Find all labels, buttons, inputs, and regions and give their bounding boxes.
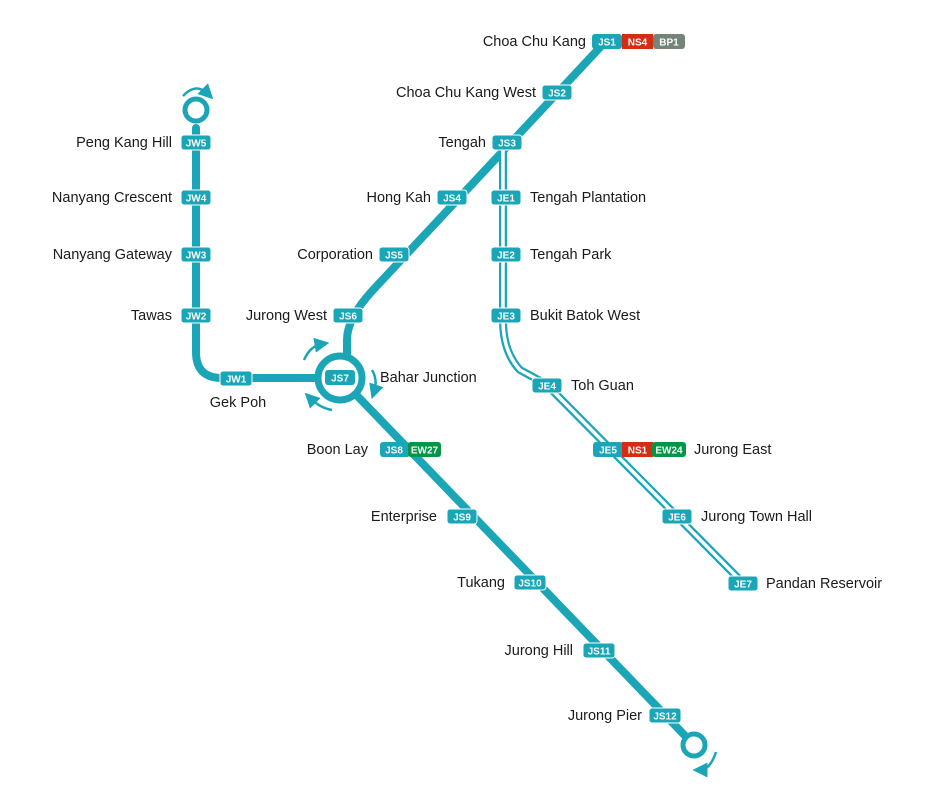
code-je5: JE5	[599, 446, 617, 457]
station-jurong-pier[interactable]: Jurong Pier	[568, 708, 642, 724]
code-js6: JS6	[339, 312, 357, 323]
station-choa-chu-kang-west[interactable]: Choa Chu Kang West	[396, 85, 536, 101]
code-bp1: BP1	[659, 38, 679, 49]
junction-direction-arrows	[302, 337, 384, 412]
code-jw5: JW5	[186, 139, 207, 150]
station-tawas[interactable]: Tawas	[131, 308, 172, 324]
arrow-icon	[302, 337, 330, 361]
arrow-icon	[369, 369, 384, 400]
station-jurong-hill[interactable]: Jurong Hill	[505, 643, 574, 659]
code-js12: JS12	[653, 712, 677, 723]
peng-kang-hill-terminal-loop	[182, 83, 214, 124]
station-tengah-park[interactable]: Tengah Park	[530, 247, 612, 263]
code-je7: JE7	[734, 580, 752, 591]
main-line-south-track	[336, 374, 698, 749]
station-choa-chu-kang[interactable]: Choa Chu Kang	[483, 34, 586, 50]
station-tengah[interactable]: Tengah	[438, 135, 486, 151]
code-ns4: NS4	[628, 38, 648, 49]
station-badges: JS1 NS4 BP1 JS2 JS3 JS4 JS5 JS6 JS7 JS8 …	[180, 34, 759, 724]
code-js8: JS8	[385, 446, 403, 457]
station-bukit-batok-west[interactable]: Bukit Batok West	[530, 308, 640, 324]
code-jw4: JW4	[186, 194, 207, 205]
code-js11: JS11	[588, 647, 611, 658]
code-js4: JS4	[443, 194, 461, 205]
station-tengah-plantation[interactable]: Tengah Plantation	[530, 190, 646, 206]
station-boon-lay[interactable]: Boon Lay	[307, 442, 369, 458]
station-jurong-east[interactable]: Jurong East	[694, 442, 771, 458]
station-names: Choa Chu Kang Choa Chu Kang West Tengah …	[52, 34, 882, 724]
station-bahar-junction[interactable]: Bahar Junction	[380, 370, 477, 386]
code-js9: JS9	[453, 513, 471, 524]
station-nanyang-crescent[interactable]: Nanyang Crescent	[52, 190, 172, 206]
station-jurong-town-hall[interactable]: Jurong Town Hall	[701, 509, 812, 525]
code-je1: JE1	[497, 194, 515, 205]
terminal-loop-arrow-icon	[692, 751, 718, 778]
station-toh-guan[interactable]: Toh Guan	[571, 378, 634, 394]
code-jw2: JW2	[186, 312, 207, 323]
terminal-loop-arrow-icon	[182, 83, 214, 100]
code-jw3: JW3	[186, 251, 207, 262]
arrow-icon	[304, 392, 333, 412]
station-nanyang-gateway[interactable]: Nanyang Gateway	[53, 247, 173, 263]
station-gek-poh[interactable]: Gek Poh	[210, 395, 266, 411]
station-peng-kang-hill[interactable]: Peng Kang Hill	[76, 135, 172, 151]
code-ns1: NS1	[628, 446, 648, 457]
code-jw1: JW1	[226, 375, 247, 386]
station-jurong-west[interactable]: Jurong West	[246, 308, 327, 324]
station-hong-kah[interactable]: Hong Kah	[367, 190, 432, 206]
code-je3: JE3	[497, 312, 515, 323]
code-js5: JS5	[385, 251, 403, 262]
station-corporation[interactable]: Corporation	[297, 247, 373, 263]
code-ew27: EW27	[411, 446, 439, 457]
station-enterprise[interactable]: Enterprise	[371, 509, 437, 525]
code-js3: JS3	[498, 139, 516, 150]
code-js7: JS7	[331, 374, 349, 385]
code-js10: JS10	[518, 579, 542, 590]
code-js2: JS2	[548, 89, 566, 100]
code-js1: JS1	[598, 38, 616, 49]
station-tukang[interactable]: Tukang	[457, 575, 505, 591]
code-je4: JE4	[538, 382, 556, 393]
station-pandan-reservoir[interactable]: Pandan Reservoir	[766, 576, 882, 592]
code-je2: JE2	[497, 251, 515, 262]
code-ew24: EW24	[655, 446, 683, 457]
jurong-pier-terminal-loop	[680, 731, 718, 778]
code-je6: JE6	[668, 513, 686, 524]
